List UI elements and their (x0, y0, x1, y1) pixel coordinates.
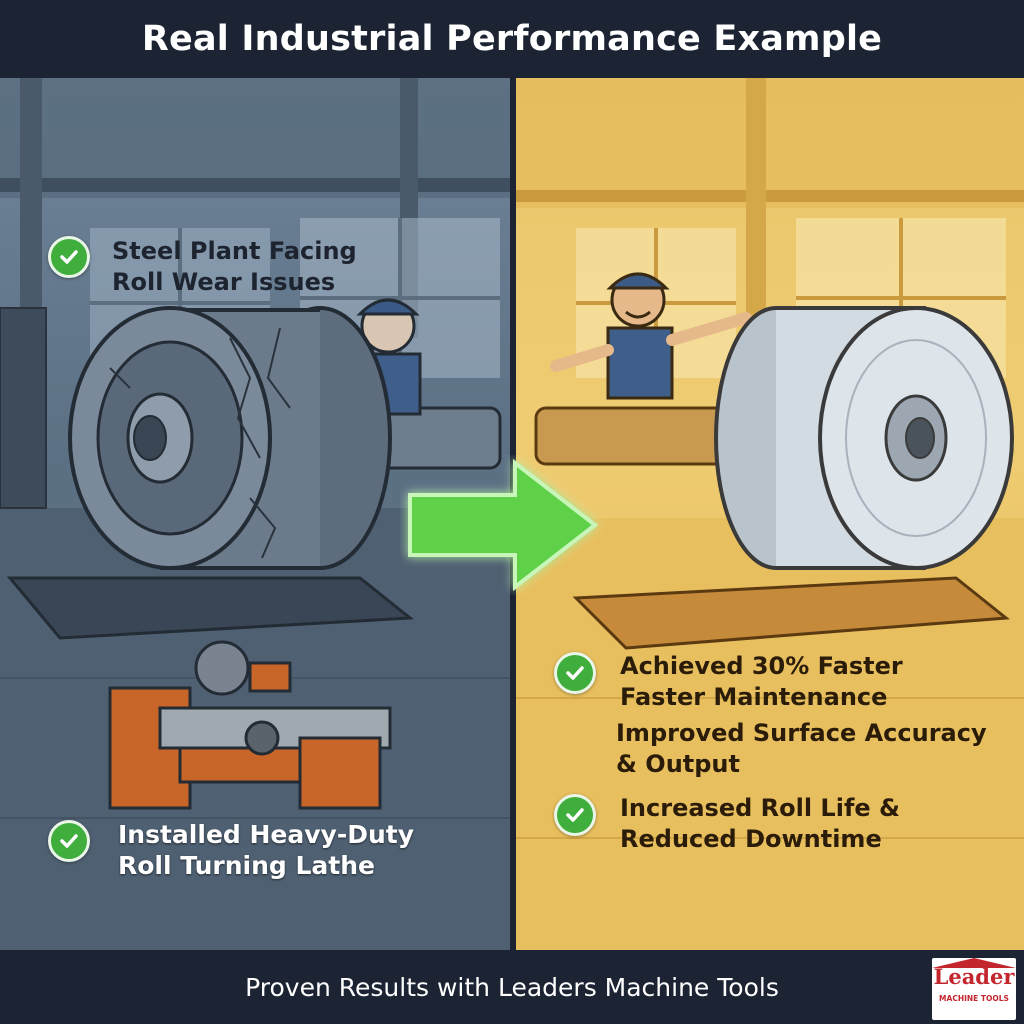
logo-word: Leader (933, 964, 1015, 989)
result2-line1: Improved Surface Accuracy (616, 719, 987, 747)
after-panel: Achieved 30% Faster Faster Maintenance I… (516, 78, 1024, 950)
footer-bar: Proven Results with Leaders Machine Tool… (0, 950, 1024, 1024)
result2-line2: & Output (616, 750, 740, 778)
result2-item: Improved Surface Accuracy & Output (616, 718, 987, 780)
result1-line2: Faster Maintenance (620, 683, 888, 711)
solution-item: Installed Heavy-Duty Roll Turning Lathe (48, 820, 414, 881)
footer-text: Proven Results with Leaders Machine Tool… (245, 972, 779, 1002)
solution-line1: Installed Heavy-Duty (118, 820, 415, 849)
page-title: Real Industrial Performance Example (141, 19, 883, 59)
header-bar: Real Industrial Performance Example (0, 0, 1024, 78)
arrow-right-icon (408, 458, 599, 592)
check-icon (48, 236, 90, 278)
logo-subtitle: MACHINE TOOLS (939, 994, 1009, 1003)
result1-line1: Achieved 30% Faster (620, 652, 903, 680)
company-logo: Leader MACHINE TOOLS (932, 958, 1016, 1020)
problem-line1: Steel Plant Facing (112, 237, 357, 265)
result3-item: Increased Roll Life & Reduced Downtime (554, 794, 900, 855)
check-icon (554, 794, 596, 836)
after-illustration (516, 78, 1024, 950)
before-panel: Steel Plant Facing Roll Wear Issues Inst… (0, 78, 510, 950)
before-illustration (0, 78, 510, 950)
result3-line1: Increased Roll Life & (620, 794, 900, 822)
check-icon (48, 820, 90, 862)
result1-item: Achieved 30% Faster Faster Maintenance (554, 652, 903, 713)
problem-line2: Roll Wear Issues (112, 268, 336, 296)
solution-line2: Roll Turning Lathe (118, 851, 375, 880)
check-icon (554, 652, 596, 694)
problem-item: Steel Plant Facing Roll Wear Issues (48, 236, 357, 298)
result3-line2: Reduced Downtime (620, 825, 882, 853)
